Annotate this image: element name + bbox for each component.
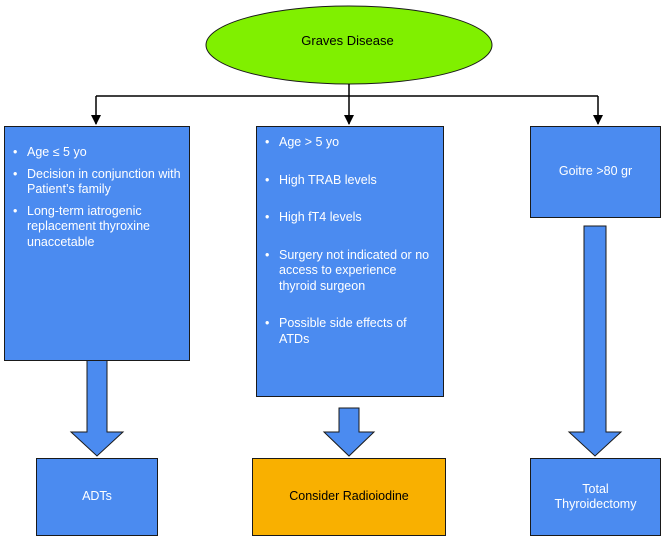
middle-criteria-item: Age > 5 yo xyxy=(265,135,435,151)
middle-criteria-box: Age > 5 yo High TRAB levels High fT4 lev… xyxy=(256,126,444,397)
block-arrow-right xyxy=(567,225,623,457)
outcome-thyroidectomy-line2: Thyroidectomy xyxy=(554,497,637,511)
outcome-adts-label: ADTs xyxy=(82,489,112,504)
block-arrow-left xyxy=(69,359,125,457)
left-criteria-box: Age ≤ 5 yo Decision in conjunction with … xyxy=(4,126,190,361)
connector-lines xyxy=(91,84,603,125)
left-criteria-item: Long-term iatrogenic replacement thyroxi… xyxy=(13,204,181,251)
right-criterion-box: Goitre >80 gr xyxy=(530,126,661,218)
root-label: Graves Disease xyxy=(301,33,394,48)
right-criterion-label: Goitre >80 gr xyxy=(558,164,633,179)
left-criteria-item: Age ≤ 5 yo xyxy=(13,145,181,161)
left-criteria-list: Age ≤ 5 yo Decision in conjunction with … xyxy=(13,145,181,250)
middle-criteria-list: Age > 5 yo High TRAB levels High fT4 lev… xyxy=(265,135,435,347)
block-arrow-middle xyxy=(322,407,376,457)
outcome-thyroidectomy-box: Total Thyroidectomy xyxy=(530,458,661,536)
middle-criteria-item: Surgery not indicated or no access to ex… xyxy=(265,248,435,295)
left-criteria-item: Decision in conjunction with Patient’s f… xyxy=(13,167,181,198)
outcome-radioiodine-box: Consider Radioiodine xyxy=(252,458,446,536)
middle-criteria-item: High TRAB levels xyxy=(265,173,435,189)
outcome-adts-box: ADTs xyxy=(36,458,158,536)
outcome-thyroidectomy-line1: Total xyxy=(582,481,609,496)
middle-criteria-item: Possible side effects of ATDs xyxy=(265,316,435,347)
outcome-radioiodine-label: Consider Radioiodine xyxy=(289,489,409,504)
middle-criteria-item: High fT4 levels xyxy=(265,210,435,226)
